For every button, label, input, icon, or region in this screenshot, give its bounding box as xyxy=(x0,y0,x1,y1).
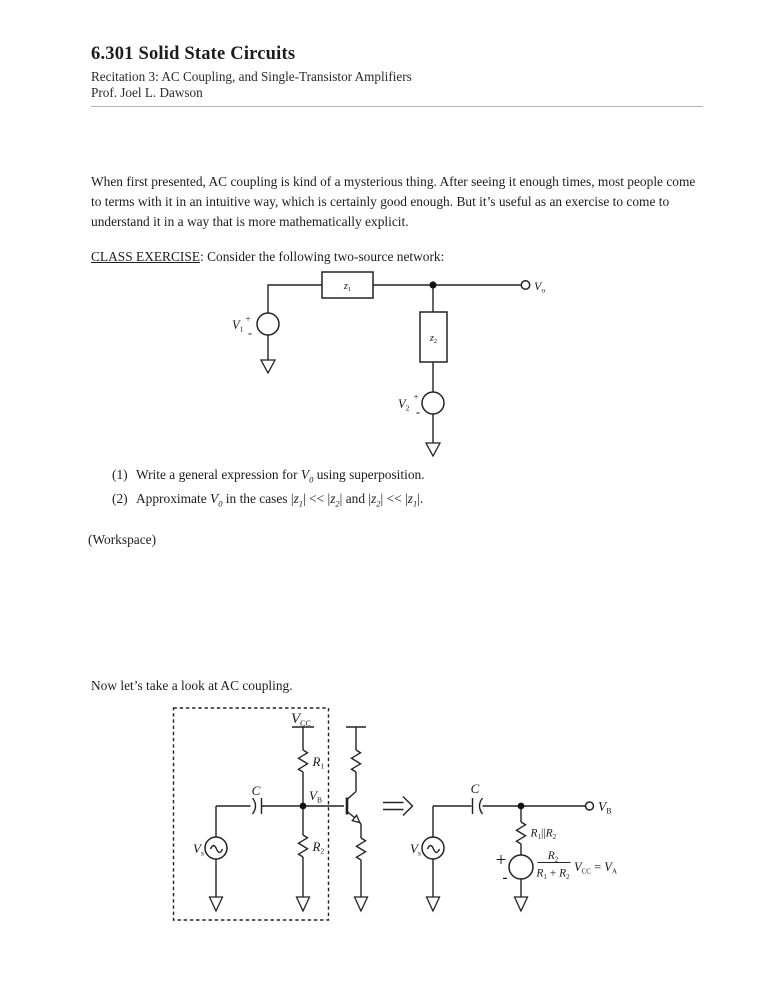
z1-label: z1 xyxy=(343,281,351,293)
circuit2-left-wires xyxy=(215,726,366,897)
r2-label: R2 xyxy=(312,839,325,856)
ground-symbol xyxy=(424,442,442,458)
bias-voltage-source: + - R2 R1 + R2 VCC = VA xyxy=(496,850,617,886)
fraction-numerator: R2 xyxy=(547,850,559,864)
class-exercise-rest: : Consider the following two-source netw… xyxy=(200,249,445,264)
v2-voltage-source: V2 + - xyxy=(398,391,445,419)
v2-label: V2 xyxy=(398,397,410,413)
ground-symbol xyxy=(259,359,277,375)
npn-transistor xyxy=(345,749,367,861)
vcc-equals-va: VCC = VA xyxy=(574,860,617,876)
vb-label: VB xyxy=(309,788,322,805)
coupling-capacitor: C xyxy=(252,783,263,815)
ground-symbol xyxy=(295,896,311,913)
bias-value-formula: R2 R1 + R2 VCC = VA xyxy=(535,850,617,881)
vb-right-label: VB xyxy=(598,799,612,816)
bias-minus-sign: - xyxy=(503,870,508,886)
workspace-label: (Workspace) xyxy=(88,532,157,547)
vcc-supply: VCC xyxy=(291,711,311,728)
bias-network-dashed-box xyxy=(172,707,330,921)
ground-symbol xyxy=(513,896,529,913)
circuit1-wires xyxy=(267,284,521,443)
coupling-capacitor-right: C xyxy=(471,781,484,815)
r1-label: R1 xyxy=(312,754,325,771)
capacitor-right-label: C xyxy=(471,781,480,796)
class-exercise-line: CLASS EXERCISE: Consider the following t… xyxy=(91,249,444,265)
ground-symbol xyxy=(353,896,369,913)
vb-node: VB xyxy=(299,788,322,810)
vb-node-right xyxy=(517,802,525,810)
fraction-denominator: R1 + R2 xyxy=(535,868,570,882)
r2-resistor: R2 xyxy=(297,834,325,858)
intro-paragraph: When first presented, AC coupling is kin… xyxy=(91,174,696,229)
class-exercise-label: CLASS EXERCISE xyxy=(91,249,201,264)
sine-icon xyxy=(426,844,441,854)
ac-coupling-intro: Now let’s take a look at AC coupling. xyxy=(91,678,293,693)
sine-icon xyxy=(209,844,224,854)
recitation-subtitle: Recitation 3: AC Coupling, and Single-Tr… xyxy=(91,69,412,84)
collector-resistor xyxy=(350,749,362,773)
v2-minus-sign: - xyxy=(416,405,420,419)
page-title: 6.301 Solid State Circuits xyxy=(91,44,296,64)
vs-source-right: Vs xyxy=(410,836,445,860)
v1-minus-sign: - xyxy=(248,326,252,340)
ac-coupling-diagram: VCC R1 R2 VB C Vs xyxy=(172,707,617,921)
v2-plus-sign: + xyxy=(413,393,418,403)
implies-arrow-icon xyxy=(383,796,414,816)
two-source-network-diagram: z1 z2 Vo V1 + - V2 + - xyxy=(232,271,545,458)
exercise-item-1: (1)Write a general expression for V0 usi… xyxy=(112,467,425,485)
v1-plus-sign: + xyxy=(245,315,250,325)
exercise-item-2: (2)Approximate V0 in the cases |z1| << |… xyxy=(112,491,424,509)
output-node-dot xyxy=(429,281,437,289)
v1-label: V1 xyxy=(232,318,244,334)
z1-impedance-box: z1 xyxy=(321,271,374,299)
emitter-arrow xyxy=(351,814,361,824)
r1-resistor: R1 xyxy=(297,749,325,773)
author-line: Prof. Joel L. Dawson xyxy=(91,85,203,100)
vo-label: Vo xyxy=(534,279,545,295)
circuit2-right-wires xyxy=(432,805,586,897)
vs-source: Vs xyxy=(193,836,228,860)
vs-label: Vs xyxy=(193,841,204,858)
vo-terminal xyxy=(520,280,531,290)
z2-impedance-box: z2 xyxy=(419,311,448,363)
vcc-label: VCC xyxy=(291,711,311,728)
z2-label: z2 xyxy=(429,333,437,345)
emitter-resistor xyxy=(355,837,367,861)
v1-voltage-source: V1 + - xyxy=(232,312,280,340)
vs-right-label: Vs xyxy=(410,841,421,858)
vb-terminal xyxy=(584,801,595,811)
bias-plus-sign: + xyxy=(496,850,507,871)
r1-parallel-r2-label: R1||R2 xyxy=(530,828,557,842)
parallel-resistor: R1||R2 xyxy=(515,821,557,845)
ground-symbol xyxy=(208,896,224,913)
header-divider xyxy=(91,106,703,107)
ground-symbol xyxy=(425,896,441,913)
capacitor-label: C xyxy=(252,783,261,798)
